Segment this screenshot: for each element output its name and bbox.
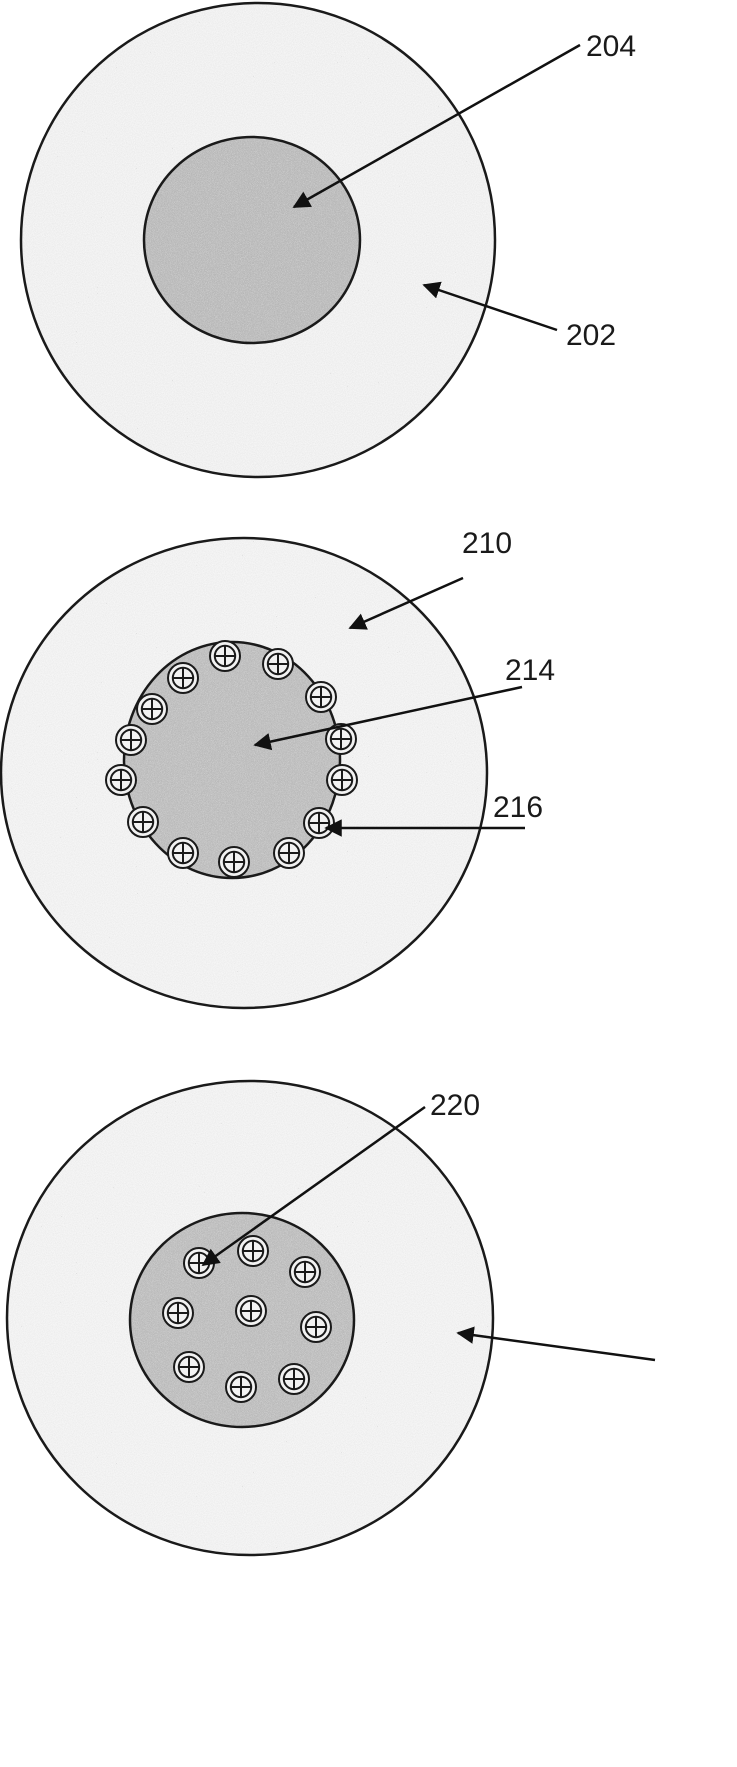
diagram-a: 204 202 [21, 3, 636, 477]
diagram-b: 210 214 216 [1, 527, 555, 1008]
charged-particle-icon [274, 838, 304, 868]
charged-particle-icon [290, 1257, 320, 1287]
charged-particle-icon [219, 847, 249, 877]
ref-label-202: 202 [566, 319, 616, 352]
charged-particle-icon [163, 1298, 193, 1328]
charged-particle-icon [168, 838, 198, 868]
charged-particle-icon [106, 765, 136, 795]
charged-particle-icon [263, 649, 293, 679]
diagram-c: 220 [7, 1081, 655, 1555]
charged-particle-icon [236, 1296, 266, 1326]
charged-particle-icon [238, 1236, 268, 1266]
embedded-particles-220 [163, 1236, 331, 1402]
charged-particle-icon [279, 1364, 309, 1394]
ref-label-210: 210 [462, 527, 512, 560]
charged-particle-icon [306, 682, 336, 712]
charged-particle-icon [210, 641, 240, 671]
charged-particle-icon [304, 808, 334, 838]
ref-label-216: 216 [493, 791, 543, 824]
charged-particle-icon [168, 663, 198, 693]
charged-particle-icon [116, 725, 146, 755]
charged-particle-icon [174, 1352, 204, 1382]
charged-particle-icon [128, 807, 158, 837]
charged-particle-icon [184, 1248, 214, 1278]
charged-particle-icon [137, 694, 167, 724]
charged-particle-icon [301, 1312, 331, 1342]
ref-label-214: 214 [505, 654, 555, 687]
ref-label-220: 220 [430, 1089, 480, 1122]
charged-particle-icon [327, 765, 357, 795]
ref-label-204: 204 [586, 30, 636, 63]
charged-particle-icon [226, 1372, 256, 1402]
